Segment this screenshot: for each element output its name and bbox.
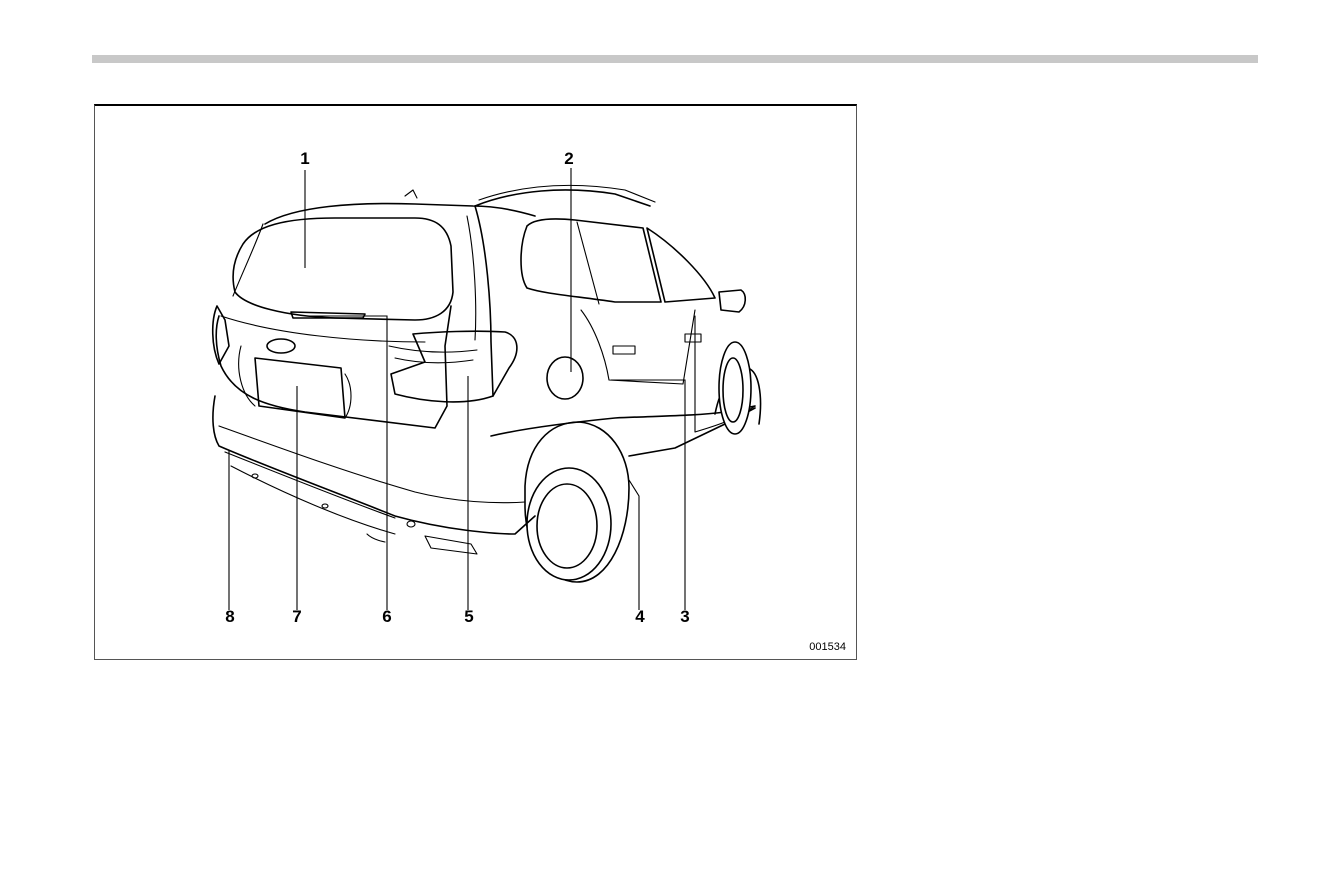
rear-bumper	[213, 396, 535, 534]
side-mirror	[719, 290, 745, 312]
rear-door-window	[647, 228, 715, 302]
rear-diffuser	[231, 466, 395, 534]
rear-quarter-window	[521, 219, 661, 302]
rear-door	[581, 310, 695, 384]
exhaust-tip	[367, 534, 385, 542]
roof-rail	[475, 190, 650, 206]
shark-fin-antenna	[405, 190, 417, 198]
callout-5: 5	[464, 607, 473, 626]
rear-door-handle	[613, 346, 635, 354]
callout-6: 6	[382, 607, 391, 626]
callout-1: 1	[300, 149, 309, 168]
suv-rear-view-drawing	[213, 185, 761, 582]
leader-6	[307, 316, 387, 610]
fuel-door	[547, 357, 583, 399]
emblem	[267, 339, 295, 353]
front-door-handle	[685, 334, 701, 342]
vehicle-illustration: 1 2 3 4 5 6 7 8 001534	[95, 106, 858, 662]
vehicle-rear-diagram: 1 2 3 4 5 6 7 8 001534	[94, 104, 857, 660]
callout-7: 7	[292, 607, 301, 626]
callout-3: 3	[680, 607, 689, 626]
callout-leaders	[229, 168, 685, 610]
figure-id: 001534	[809, 641, 846, 653]
callout-2: 2	[564, 149, 573, 168]
left-rear-light	[213, 306, 229, 364]
rear-window	[233, 218, 453, 320]
header-rule	[92, 55, 1258, 63]
leader-4	[629, 480, 639, 610]
d-pillar	[475, 206, 493, 396]
license-plate-recess	[255, 358, 345, 418]
callout-8: 8	[225, 607, 234, 626]
rear-reflector	[425, 536, 477, 554]
callout-4: 4	[635, 607, 645, 626]
leader-3	[611, 380, 685, 610]
